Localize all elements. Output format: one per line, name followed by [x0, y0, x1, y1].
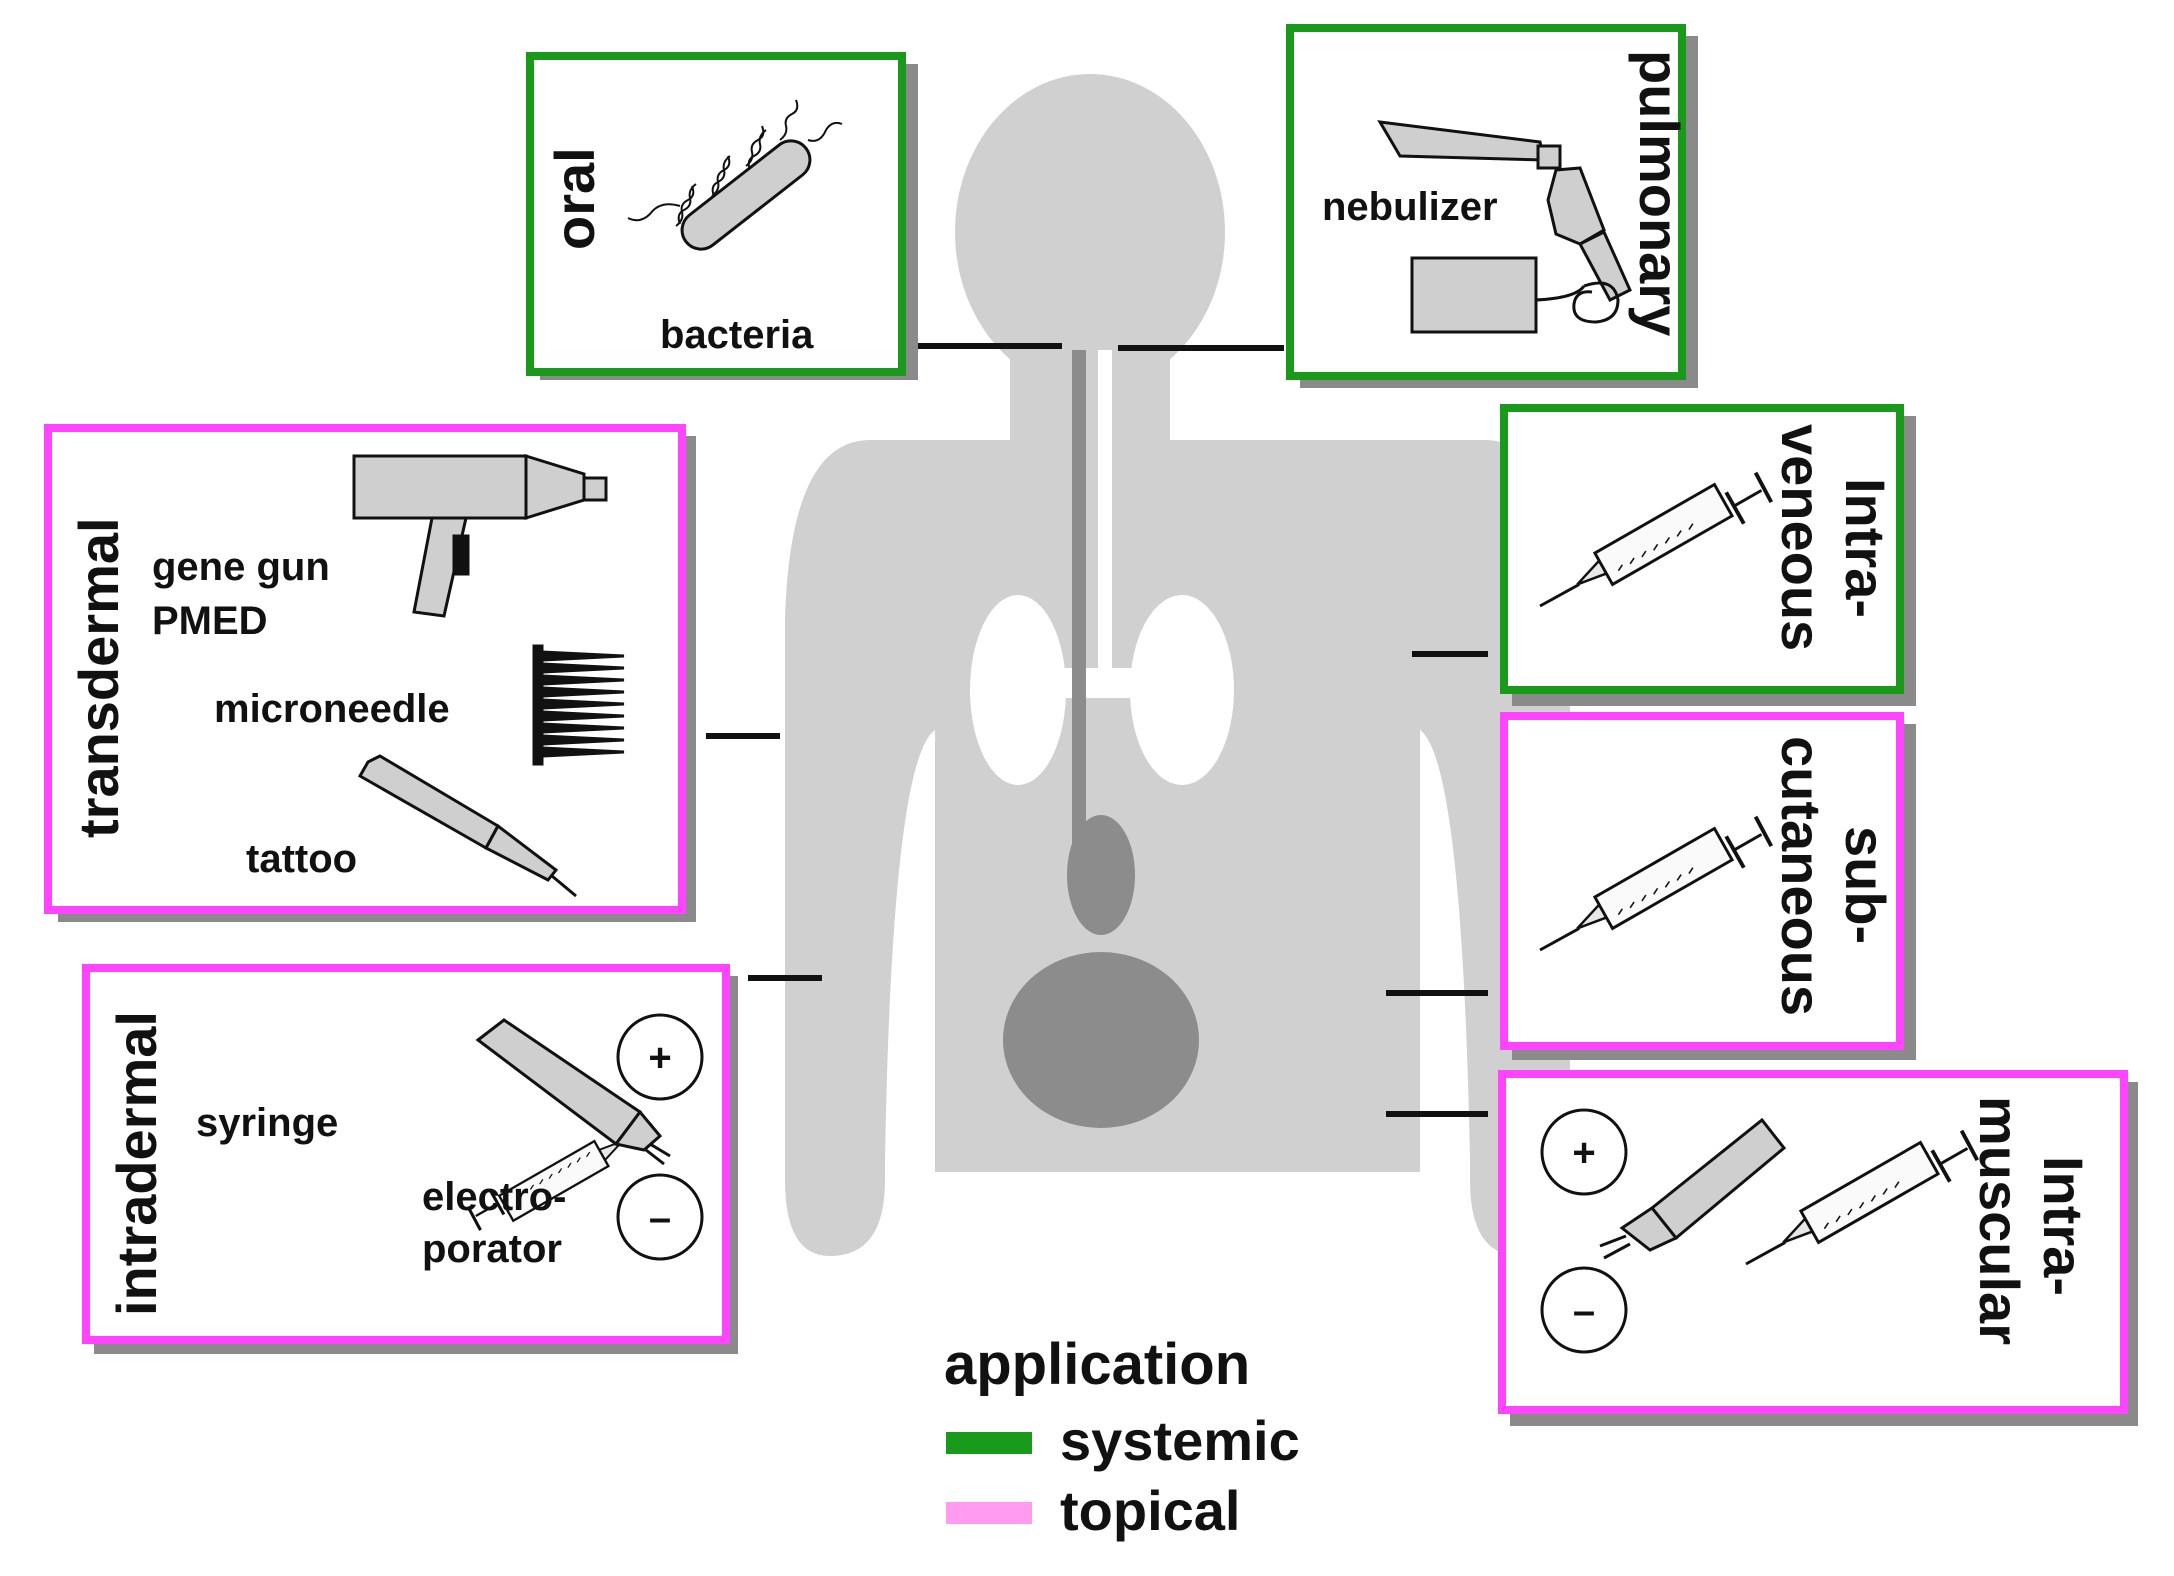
bacteria-label: bacteria: [660, 313, 814, 357]
oral-title: oral: [543, 147, 606, 250]
microneedle-label: microneedle: [214, 687, 450, 731]
porator-label: porator: [422, 1227, 562, 1271]
legend-label-topical: topical: [1060, 1479, 1240, 1542]
intradermal-box-frame: [82, 964, 730, 1344]
legend: application systemic topical: [944, 1332, 1300, 1542]
pulmonary-title: pulmonary: [1628, 50, 1691, 336]
minus-sign: –: [649, 1196, 671, 1240]
connector-lines: [706, 343, 1488, 1117]
intramuscular-box: + – Intra- muscular: [1498, 1070, 2138, 1426]
stomach: [1003, 952, 1199, 1128]
negative-electrode-icon: [1540, 1266, 1628, 1354]
intraveneous-title-2: veneous: [1770, 424, 1833, 651]
left-lung: [970, 595, 1066, 785]
minus-sign: –: [1573, 1289, 1595, 1333]
legend-title: application: [944, 1332, 1250, 1397]
electroporator-icon: [1599, 1117, 1787, 1260]
plus-sign: +: [1572, 1131, 1595, 1175]
tattoo-icon: [357, 754, 577, 898]
esophagus: [1072, 350, 1086, 850]
plus-sign: +: [648, 1036, 671, 1080]
tattoo-label: tattoo: [246, 837, 357, 881]
nebulizer-icon: [1377, 120, 1632, 334]
gene-gun-label: gene gun: [152, 545, 330, 589]
positive-electrode-icon: [616, 1013, 704, 1101]
legend-swatch-topical: [946, 1502, 1032, 1524]
electroporator-icon: [475, 1018, 671, 1166]
intradermal-title: intradermal: [105, 1011, 168, 1316]
subcutaneous-title-1: sub-: [1834, 826, 1897, 944]
positive-electrode-icon: [1540, 1108, 1628, 1196]
torso: [785, 440, 1570, 1256]
intraveneous-box-frame: [1500, 404, 1904, 694]
subcutaneous-title-2: cutaneous: [1770, 736, 1833, 1016]
intradermal-box: intradermal syringe electro- porator + –: [82, 964, 738, 1354]
nebulizer-label: nebulizer: [1322, 185, 1498, 229]
transdermal-title: transdermal: [67, 517, 130, 838]
negative-electrode-icon: [616, 1173, 704, 1261]
subcutaneous-box-frame: [1500, 712, 1904, 1050]
oral-box: oral bacteria: [526, 52, 918, 380]
bacteria-icon: [627, 99, 843, 251]
syringe-label: syringe: [196, 1101, 338, 1145]
microneedle-icon: [532, 644, 625, 766]
intramuscular-title-2: muscular: [1968, 1096, 2031, 1345]
subcutaneous-box: sub- cutaneous: [1500, 712, 1916, 1060]
pmed-label: PMED: [152, 599, 268, 643]
legend-swatch-systemic: [946, 1432, 1032, 1454]
trachea: [1098, 350, 1112, 670]
electro-label: electro-: [422, 1175, 567, 1219]
intraveneous-box: Intra- veneous: [1500, 404, 1916, 706]
intramuscular-title-1: Intra-: [2032, 1156, 2095, 1296]
head: [955, 74, 1225, 390]
pulmonary-box: pulmonary nebulizer: [1286, 24, 1698, 388]
legend-label-systemic: systemic: [1060, 1409, 1300, 1472]
body-silhouette: [785, 74, 1570, 1256]
gene-gun-icon: [352, 453, 608, 618]
stomach-upper: [1067, 815, 1135, 935]
transdermal-box: transdermal gene gun PMED microneedle ta…: [44, 424, 696, 922]
intraveneous-title-1: Intra-: [1834, 478, 1897, 618]
right-lung: [1130, 595, 1234, 785]
